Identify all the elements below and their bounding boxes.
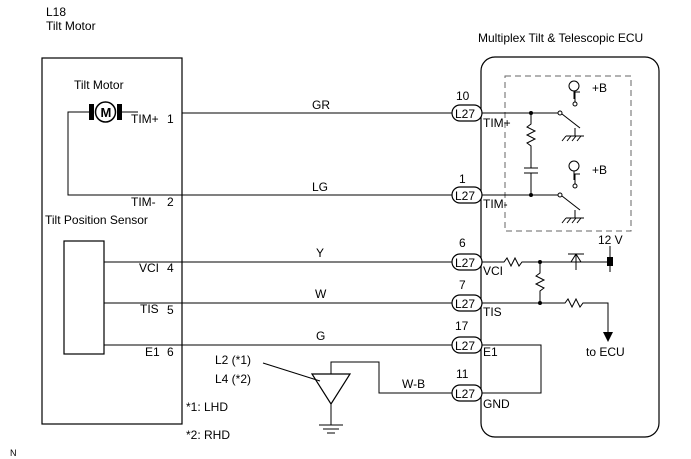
component-name: Tilt Motor xyxy=(46,19,96,33)
ecu-pin-17: 17 xyxy=(455,319,469,333)
ecu-terminal-tim-plus: TIM+ xyxy=(483,116,511,130)
svg-text:L27: L27 xyxy=(455,107,475,121)
wire-wb xyxy=(330,361,452,394)
wire-color-wb: W-B xyxy=(402,377,425,391)
wire-color-w: W xyxy=(315,287,327,301)
wire-color-lg: LG xyxy=(312,180,328,194)
ecu-terminal-tim-minus: TIM- xyxy=(483,197,508,211)
ecu-terminal-gnd: GND xyxy=(483,397,510,411)
ecu-pin-6: 6 xyxy=(459,236,466,250)
terminal-tis: TIS xyxy=(140,302,159,316)
ecu-terminal-tis: TIS xyxy=(483,305,502,319)
terminal-vci: VCI xyxy=(139,261,159,275)
vci-tis-circuit xyxy=(482,246,613,342)
terminal-e1: E1 xyxy=(145,345,160,359)
tilt-position-sensor xyxy=(63,240,105,355)
connector-l27-gnd: L27 xyxy=(451,384,483,402)
wire-color-g: G xyxy=(316,329,325,343)
svg-text:L27: L27 xyxy=(455,189,475,203)
pin-5: 5 xyxy=(167,303,174,317)
motor-icon: M xyxy=(89,101,122,123)
e1-gnd-link xyxy=(482,344,542,394)
tilt-position-sensor-label: Tilt Position Sensor xyxy=(45,213,148,227)
tilt-motor-box xyxy=(41,57,183,425)
ecu-inner-dashed-box xyxy=(504,75,632,232)
ecu-pin-11: 11 xyxy=(456,367,469,381)
pin-6: 6 xyxy=(167,345,174,359)
note-rhd: *2: RHD xyxy=(186,428,230,442)
ecu-title: Multiplex Tilt & Telescopic ECU xyxy=(478,31,643,45)
ground-label-l2: L2 (*1) xyxy=(215,353,251,367)
svg-text:M: M xyxy=(101,105,112,120)
pin-4: 4 xyxy=(167,261,174,275)
connector-l27-tim-plus: L27 xyxy=(451,104,483,122)
to-ecu-label: to ECU xyxy=(586,345,625,359)
wire-color-gr: GR xyxy=(312,98,330,112)
ground-leader-line xyxy=(262,362,321,382)
ecu-pin-7: 7 xyxy=(459,278,466,292)
ecu-terminal-e1: E1 xyxy=(483,345,498,359)
pin-1: 1 xyxy=(167,112,174,126)
tim-relay-circuit xyxy=(482,80,584,224)
wire-color-y: Y xyxy=(316,246,324,260)
connector-code: L18 xyxy=(46,5,66,19)
footer-mark: N xyxy=(10,448,17,458)
ground-point-icon xyxy=(310,373,352,434)
plus-b-label-2: +B xyxy=(592,163,607,177)
connector-l27-e1: L27 xyxy=(451,336,483,354)
supply-voltage-label: 12 V xyxy=(598,233,623,247)
terminal-tim-minus: TIM- xyxy=(131,195,156,209)
svg-text:L27: L27 xyxy=(455,387,475,401)
svg-text:L27: L27 xyxy=(455,256,475,270)
ecu-box xyxy=(480,56,660,438)
note-lhd: *1: LHD xyxy=(186,400,228,414)
ecu-pin-1: 1 xyxy=(459,172,466,186)
connector-l27-tis: L27 xyxy=(451,294,483,312)
connector-l27-vci: L27 xyxy=(451,253,483,271)
ecu-pin-10: 10 xyxy=(456,89,470,103)
ecu-terminal-vci: VCI xyxy=(483,264,503,278)
plus-b-label-1: +B xyxy=(592,81,607,95)
tilt-motor-label: Tilt Motor xyxy=(74,78,124,92)
connector-l27-tim-minus: L27 xyxy=(451,186,483,204)
pin-2: 2 xyxy=(167,195,174,209)
terminal-tim-plus: TIM+ xyxy=(131,112,159,126)
svg-text:L27: L27 xyxy=(455,339,475,353)
ground-label-l4: L4 (*2) xyxy=(215,372,251,386)
svg-text:L27: L27 xyxy=(455,297,475,311)
